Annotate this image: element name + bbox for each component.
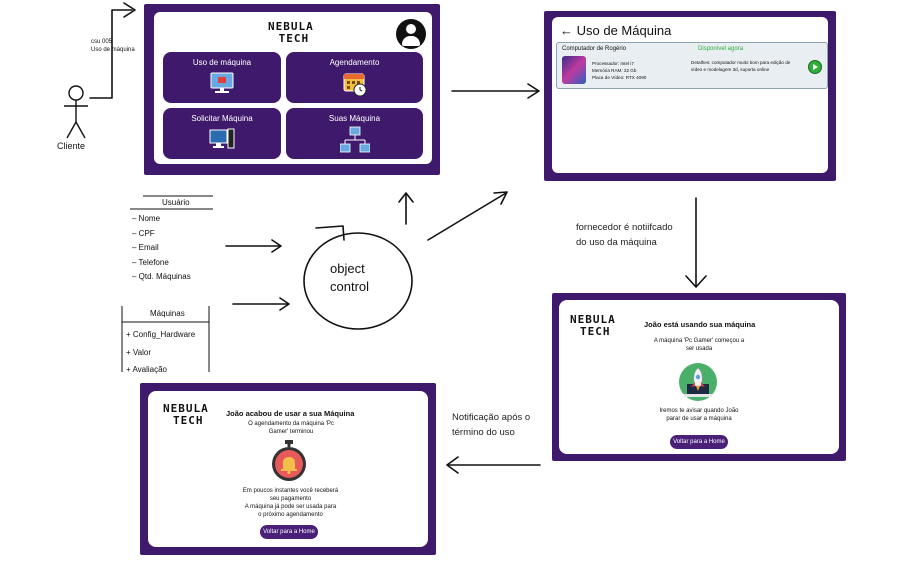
brand-line-1: NEBULA bbox=[268, 20, 314, 33]
back-to-home-button[interactable]: Voltar para a Home bbox=[260, 525, 318, 539]
using-screen: NEBULA TECH João está usando sua máquina… bbox=[552, 293, 846, 461]
desktop-tower-icon bbox=[209, 128, 235, 149]
machine-owner: Computador de Rogério bbox=[562, 46, 627, 52]
machine-card[interactable]: Computador de Rogério Disponível agora P… bbox=[556, 42, 828, 89]
tile-label: Solicitar Máquina bbox=[191, 114, 253, 123]
message-line-1: O agendamento da máquina 'Pc bbox=[248, 421, 334, 427]
control-line-1: object bbox=[330, 261, 365, 276]
network-icon bbox=[339, 126, 370, 153]
info-line-3: A máquina já pode ser usada para bbox=[244, 504, 337, 510]
using-heading: João está usando sua máquina bbox=[644, 320, 756, 329]
maquinas-class-title: Máquinas bbox=[150, 309, 185, 318]
note-line-2: término do uso bbox=[452, 427, 515, 439]
spec-processor: Processador: Intel i7 bbox=[592, 61, 634, 66]
info-line-1: Iremos te avisar quando João bbox=[659, 408, 739, 414]
info-line-2: seu pagamento bbox=[269, 496, 312, 502]
supplier-notified-note: fornecedor é notiifcado do uso da máquin… bbox=[576, 220, 673, 250]
actor-label: Cliente bbox=[57, 141, 86, 151]
attribute-item: – Qtd. Máquinas bbox=[132, 272, 191, 282]
calendar-clock-icon bbox=[343, 73, 366, 97]
attribute-item: – Email bbox=[132, 243, 159, 253]
finished-screen-panel: NEBULA TECH João acabou de usar a sua Má… bbox=[148, 391, 428, 547]
arrow-left-icon[interactable]: ← bbox=[560, 23, 573, 38]
finished-screen: NEBULA TECH João acabou de usar a sua Má… bbox=[140, 383, 436, 555]
user-circle-icon[interactable] bbox=[396, 19, 426, 49]
brand-logo: NEBULA TECH bbox=[268, 21, 314, 44]
use-case-id: csu 005 bbox=[91, 39, 113, 45]
brand-logo: NEBULA TECH bbox=[163, 403, 209, 426]
brand-logo: NEBULA TECH bbox=[570, 314, 616, 337]
home-screen: NEBULA TECH Uso de máquina Agendamento bbox=[144, 4, 440, 175]
finished-message: O agendamento da máquina 'Pc Gamer' term… bbox=[236, 420, 346, 436]
finished-info: Em poucos instantes você receberá seu pa… bbox=[228, 487, 353, 519]
note-line-2: do uso da máquina bbox=[576, 237, 657, 249]
back-to-home-button[interactable]: Voltar para a Home bbox=[670, 435, 728, 449]
machine-screen-header: ← Uso de Máquina bbox=[560, 23, 671, 38]
status-badge: Disponível agora bbox=[698, 46, 744, 52]
tile-label: Agendamento bbox=[329, 58, 380, 67]
using-screen-panel: NEBULA TECH João está usando sua máquina… bbox=[559, 300, 839, 454]
object-control-label: object control bbox=[330, 260, 369, 296]
machine-screen-title: Uso de Máquina bbox=[576, 23, 672, 38]
use-case-caption: csu 005 Uso de máquina bbox=[91, 38, 135, 55]
rocket-laptop-icon bbox=[679, 363, 717, 401]
message-line-2: Gamer' terminou bbox=[268, 429, 314, 435]
end-of-use-note: Notificação após o término do uso bbox=[452, 410, 530, 440]
alarm-bell-icon bbox=[272, 440, 306, 481]
spec-ram: Memória RAM: 32 Gb bbox=[592, 68, 637, 73]
brand-line-2: TECH bbox=[580, 324, 611, 338]
note-line-1: fornecedor é notiifcado bbox=[576, 222, 673, 233]
brand-line-2: TECH bbox=[173, 413, 204, 427]
finished-heading: João acabou de usar a sua Máquina bbox=[226, 409, 355, 418]
use-case-name: Uso de máquina bbox=[91, 47, 135, 54]
using-info: Iremos te avisar quando João parar de us… bbox=[644, 407, 754, 423]
machine-details: Detalhes: computador muito bom para ediç… bbox=[691, 60, 791, 72]
attribute-item: – Nome bbox=[132, 214, 161, 223]
maquinas-class-attributes: + Config_Hardware + Valor + Avaliação bbox=[126, 326, 195, 379]
tile-solicitar-maquina[interactable]: Solicitar Máquina bbox=[163, 108, 281, 159]
attribute-item: + Avaliação bbox=[126, 365, 167, 374]
tile-uso-de-maquina[interactable]: Uso de máquina bbox=[163, 52, 281, 103]
attribute-item: + Config_Hardware bbox=[126, 330, 196, 339]
machine-specs: Processador: Intel i7 Memória RAM: 32 Gb… bbox=[592, 60, 646, 81]
home-screen-panel: NEBULA TECH Uso de máquina Agendamento bbox=[154, 12, 432, 164]
machine-screen-panel: ← Uso de Máquina Computador de Rogério D… bbox=[552, 17, 828, 173]
brand-line-1: NEBULA bbox=[163, 402, 209, 415]
spec-gpu: Placa de Vídeo: RTX 4090 bbox=[592, 75, 647, 80]
control-line-2: control bbox=[330, 279, 370, 294]
tile-suas-maquina[interactable]: Suas Máquina bbox=[286, 108, 423, 159]
info-line-4: o próximo agendamento bbox=[258, 512, 323, 518]
message-line-2: ser usada bbox=[685, 346, 713, 352]
using-message: A máquina 'Pc Gamer' começou a ser usada bbox=[639, 337, 759, 353]
info-line-2: parar de usar a máquina bbox=[666, 416, 732, 422]
attribute-item: – Telefone bbox=[132, 257, 169, 267]
machine-screen: ← Uso de Máquina Computador de Rogério D… bbox=[544, 11, 836, 181]
brand-line-2: TECH bbox=[278, 31, 310, 45]
note-line-1: Notificação após o bbox=[452, 412, 531, 423]
tile-label: Suas Máquina bbox=[328, 114, 381, 123]
attribute-item: + Valor bbox=[126, 347, 151, 357]
play-circle-icon[interactable] bbox=[808, 60, 822, 74]
machine-thumbnail bbox=[562, 56, 586, 84]
tile-label: Uso de máquina bbox=[192, 58, 252, 67]
info-line-1: Em poucos instantes você receberá bbox=[242, 488, 339, 494]
tile-agendamento[interactable]: Agendamento bbox=[286, 52, 423, 103]
usuario-class-title: Usuário bbox=[162, 198, 190, 207]
usuario-class-attributes: – Nome – CPF – Email – Telefone – Qtd. M… bbox=[132, 212, 191, 285]
attribute-item: – CPF bbox=[132, 228, 155, 238]
brand-line-1: NEBULA bbox=[570, 313, 616, 326]
computer-icon bbox=[210, 72, 234, 93]
message-line-1: A máquina 'Pc Gamer' começou a bbox=[653, 338, 745, 344]
